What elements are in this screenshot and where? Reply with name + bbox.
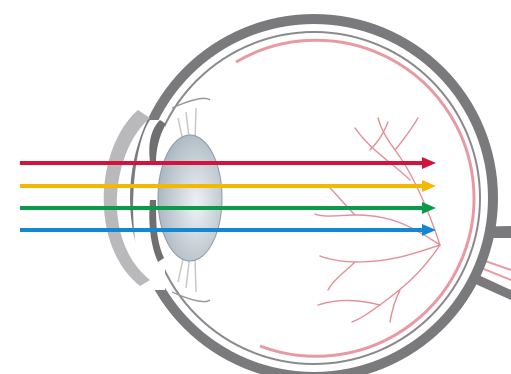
- lens: [158, 135, 222, 261]
